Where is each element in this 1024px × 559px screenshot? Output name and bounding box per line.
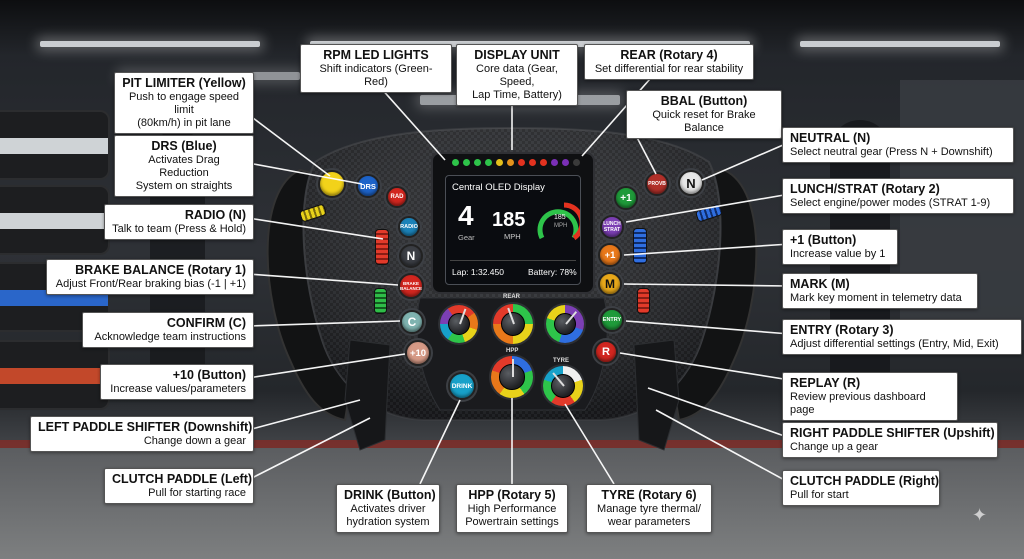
rpm-arc-gauge (537, 202, 580, 241)
callout-drink: DRINK (Button)Activates driver hydration… (336, 484, 440, 533)
bbal-reset-button[interactable]: PROVB (645, 172, 669, 196)
lunch-strat-button[interactable]: LUNCH STRAT (600, 215, 624, 239)
callout-right-paddle: RIGHT PADDLE SHIFTER (Upshift)Change up … (782, 422, 998, 458)
gear-value: 4 (458, 200, 474, 231)
left-green-rotary[interactable] (374, 288, 387, 314)
rpm-led (463, 159, 470, 166)
brake-bias-dial[interactable] (440, 305, 478, 343)
rpm-led (485, 159, 492, 166)
rpm-led (496, 159, 503, 166)
confirm-button[interactable]: C (400, 310, 424, 334)
callout-radio: RADIO (N)Talk to team (Press & Hold) (104, 204, 254, 240)
pit-limiter-button[interactable] (318, 170, 346, 198)
drink-button[interactable]: DRINK (448, 372, 476, 400)
callout-clutch-left: CLUTCH PADDLE (Left)Pull for starting ra… (104, 468, 254, 504)
plus1-top-button[interactable]: +1 (614, 186, 638, 210)
callout-brake-balance: BRAKE BALANCE (Rotary 1)Adjust Front/Rea… (46, 259, 254, 295)
rpm-led (529, 159, 536, 166)
mark-button[interactable]: M (598, 272, 622, 296)
rear-dial-label: REAR (503, 294, 521, 300)
plus1-button[interactable]: +1 (598, 243, 622, 267)
radio-top-button[interactable]: RAD (386, 186, 408, 208)
hpp-dial[interactable] (491, 356, 533, 398)
right-red-rotary[interactable] (637, 288, 650, 314)
radio-rotary[interactable] (375, 229, 389, 265)
sparkle-icon: ✦ (972, 505, 988, 525)
rpm-led (540, 159, 547, 166)
callout-mark: MARK (M)Mark key moment in telemetry dat… (782, 273, 978, 309)
hpp-dial-label: HPP (506, 348, 519, 354)
tyre-dial[interactable] (543, 366, 583, 406)
callout-bbal-button: BBAL (Button)Quick reset for Brake Balan… (626, 90, 782, 139)
lap-time: Lap: 1:32.450 (452, 267, 504, 277)
speed-value: 185 (492, 209, 526, 231)
callout-left-paddle: LEFT PADDLE SHIFTER (Downshift)Change do… (30, 416, 254, 452)
callout-clutch-right: CLUTCH PADDLE (Right)Pull for start (782, 470, 940, 506)
entry-dial[interactable] (546, 305, 584, 343)
rpm-led (507, 159, 514, 166)
callout-hpp: HPP (Rotary 5)High Performance Powertrai… (456, 484, 568, 533)
display-title: Central OLED Display (452, 182, 545, 193)
callout-tyre: TYRE (Rotary 6)Manage tyre thermal/ wear… (586, 484, 712, 533)
callout-plus10: +10 (Button)Increase values/parameters (100, 364, 254, 400)
rpm-unit: MPH (554, 223, 568, 229)
gear-label: Gear (458, 233, 475, 242)
callout-entry: ENTRY (Rotary 3)Adjust differential sett… (782, 319, 1022, 355)
callout-plus1: +1 (Button)Increase value by 1 (782, 229, 898, 265)
oled-display: Central OLED Display 4 Gear 185 MPH 185 … (445, 175, 581, 285)
replay-button[interactable]: R (594, 340, 618, 364)
callout-confirm: CONFIRM (C)Acknowledge team instructions (82, 312, 254, 348)
radio-button[interactable]: RADIO (398, 216, 420, 238)
callout-drs: DRS (Blue)Activates Drag Reduction Syste… (114, 135, 254, 197)
rpm-led (562, 159, 569, 166)
neutral-button[interactable]: N (678, 170, 704, 196)
callout-neutral: NEUTRAL (N)Select neutral gear (Press N … (782, 127, 1014, 163)
plus10-button[interactable]: +10 (405, 340, 431, 366)
callout-rear-rotary: REAR (Rotary 4)Set differential for rear… (584, 44, 754, 80)
callout-replay: REPLAY (R)Review previous dashboard page (782, 372, 958, 421)
rpm-value: 185 (554, 214, 566, 221)
entry-button[interactable]: ENTRY (600, 308, 624, 332)
callout-pit-limiter: PIT LIMITER (Yellow)Push to engage speed… (114, 72, 254, 134)
drs-button[interactable]: DRS (356, 174, 380, 198)
lunch-strat-rotary[interactable] (633, 228, 647, 264)
speed-unit: MPH (504, 232, 521, 241)
rear-dial[interactable] (493, 304, 533, 344)
rpm-led (452, 159, 459, 166)
rpm-led (518, 159, 525, 166)
rpm-led (573, 159, 580, 166)
brake-balance-rotary[interactable]: BRAKE BALANCE (398, 273, 424, 299)
rpm-led (551, 159, 558, 166)
rpm-led (474, 159, 481, 166)
battery-level: Battery: 78% (528, 267, 577, 277)
neutral-left-button[interactable]: N (399, 244, 423, 268)
tyre-dial-label: TYRE (553, 358, 570, 364)
callout-lunch-strat: LUNCH/STRAT (Rotary 2)Select engine/powe… (782, 178, 1014, 214)
